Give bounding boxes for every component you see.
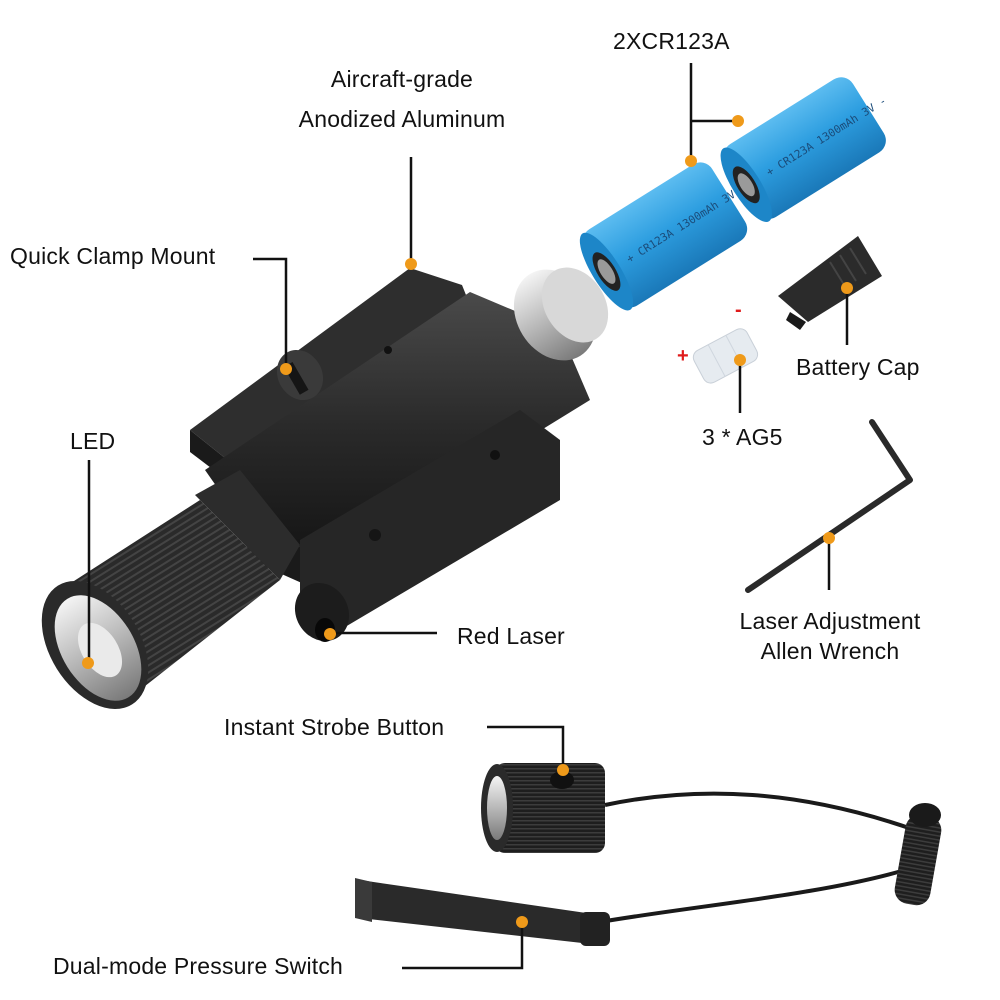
polarity-minus: - — [735, 299, 742, 321]
label-batteries: 2XCR123A — [613, 28, 730, 54]
label-battery-cap: Battery Cap — [796, 354, 920, 380]
dot-strobe — [557, 764, 569, 776]
dot-battery-2 — [732, 115, 744, 127]
label-material-line1: Aircraft-grade — [330, 66, 474, 92]
label-led: LED — [70, 428, 116, 454]
label-wrench-line1: Laser Adjustment — [739, 608, 921, 634]
label-strobe-button: Instant Strobe Button — [224, 714, 445, 740]
dot-clamp — [280, 363, 292, 375]
leader-lines — [87, 63, 849, 970]
cr123a-battery-2: + CR123A 1300mAh 3V - — [720, 77, 889, 222]
battery-cap — [778, 236, 882, 330]
flashlight-laser-body — [41, 267, 609, 709]
dot-led — [82, 657, 94, 669]
dot-battery-cap — [841, 282, 853, 294]
polarity-plus: + — [677, 345, 689, 367]
remote-switch-assembly — [355, 763, 942, 946]
label-clamp-mount: Quick Clamp Mount — [10, 243, 216, 269]
label-wrench-line2: Allen Wrench — [760, 638, 900, 664]
dot-laser — [324, 628, 336, 640]
label-ag5: 3 * AG5 — [702, 424, 783, 450]
dot-battery-1 — [685, 155, 697, 167]
dot-wrench — [823, 532, 835, 544]
cr123a-battery-1: + CR123A 1300mAh 3V - — [579, 162, 749, 311]
dot-ag5 — [734, 354, 746, 366]
label-red-laser: Red Laser — [457, 623, 565, 649]
dot-aluminum — [405, 258, 417, 270]
label-pressure-switch: Dual-mode Pressure Switch — [53, 953, 344, 979]
allen-wrench — [745, 419, 913, 593]
dot-pressure-switch — [516, 916, 528, 928]
callout-dots — [82, 115, 853, 928]
label-material-line2: Anodized Aluminum — [298, 106, 506, 132]
ag5-cells — [692, 328, 759, 384]
